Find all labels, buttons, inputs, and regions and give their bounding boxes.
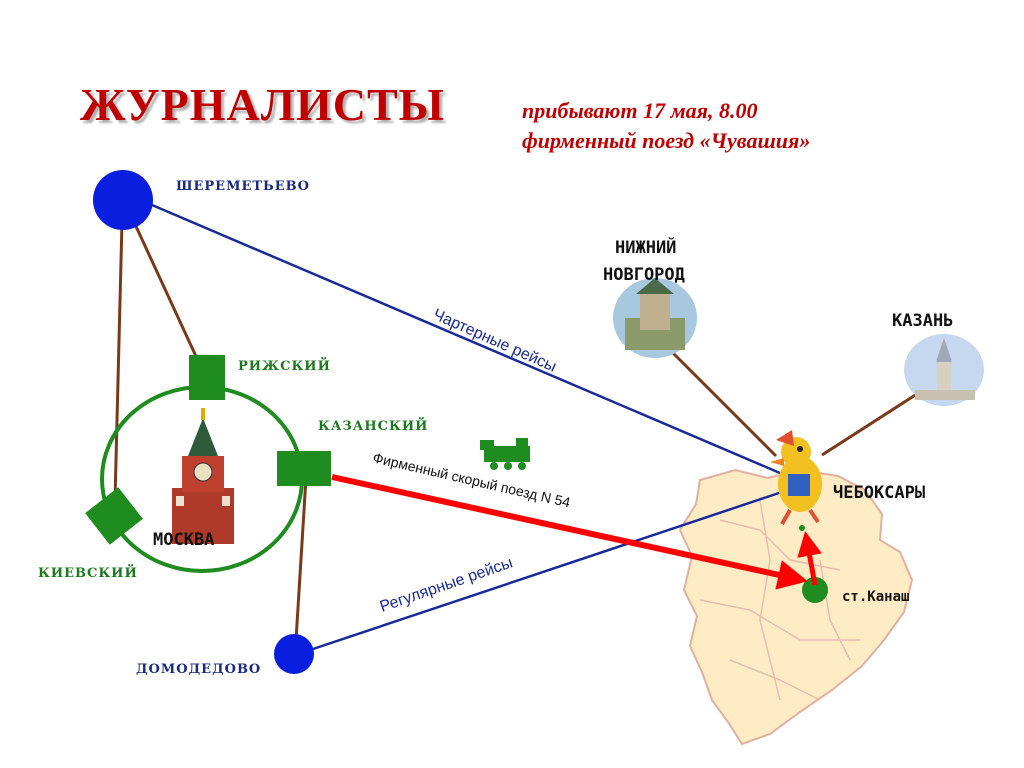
cheboksary-point xyxy=(799,525,805,531)
kievsky-station[interactable] xyxy=(85,487,143,545)
train-route-label: Фирменный скорый поезд N 54 xyxy=(371,449,572,510)
nizhny-kremlin-photo xyxy=(613,278,697,358)
charter-flights-label: Чартерные рейсы xyxy=(430,306,558,376)
arrival-info: прибывают 17 мая, 8.00 фирменный поезд «… xyxy=(522,96,810,156)
kazansky-label: КАЗАНСКИЙ xyxy=(318,417,428,434)
kanash-station[interactable] xyxy=(802,577,828,603)
arrival-date-line: прибывают 17 мая, 8.00 xyxy=(522,98,758,123)
kanash-to-cheboksary-arrow xyxy=(797,531,822,586)
sheremetyevo-label: ШЕРЕМЕТЬЕВО xyxy=(176,179,310,194)
rizhsky-station[interactable] xyxy=(189,355,225,400)
sheremetyevo-airport[interactable] xyxy=(93,170,153,230)
page-title: ЖУРНАЛИСТЫ xyxy=(80,79,445,130)
kievsky-label: КИЕВСКИЙ xyxy=(38,564,138,581)
nizhny-label-line1: НИЖНИЙ xyxy=(615,236,676,258)
rizhsky-label: РИЖСКИЙ xyxy=(238,357,331,374)
kanash-label: ст.Канаш xyxy=(842,589,909,605)
kremlin-tower-icon xyxy=(172,408,234,544)
kazansky-station[interactable] xyxy=(277,451,331,486)
arrival-train-line: фирменный поезд «Чувашия» xyxy=(522,128,811,153)
chuvashia-map xyxy=(678,468,914,746)
cheboksary-label: ЧЕБОКСАРЫ xyxy=(833,483,925,503)
air-routes xyxy=(151,203,783,652)
kazan-tower-photo xyxy=(904,334,984,406)
locomotive-icon xyxy=(480,438,530,470)
connector-lines xyxy=(113,221,921,641)
regular-flights-label: Регулярные рейсы xyxy=(378,554,515,615)
moscow-label: МОСКВА xyxy=(153,530,214,550)
kazan-label: КАЗАНЬ xyxy=(892,311,953,331)
domodedovo-label: ДОМОДЕДОВО xyxy=(136,662,261,677)
domodedovo-airport[interactable] xyxy=(274,634,314,674)
train-route-arrow xyxy=(331,474,808,590)
duck-mascot-icon xyxy=(770,430,822,525)
nizhny-label-line2: НОВГОРОД xyxy=(603,265,685,285)
